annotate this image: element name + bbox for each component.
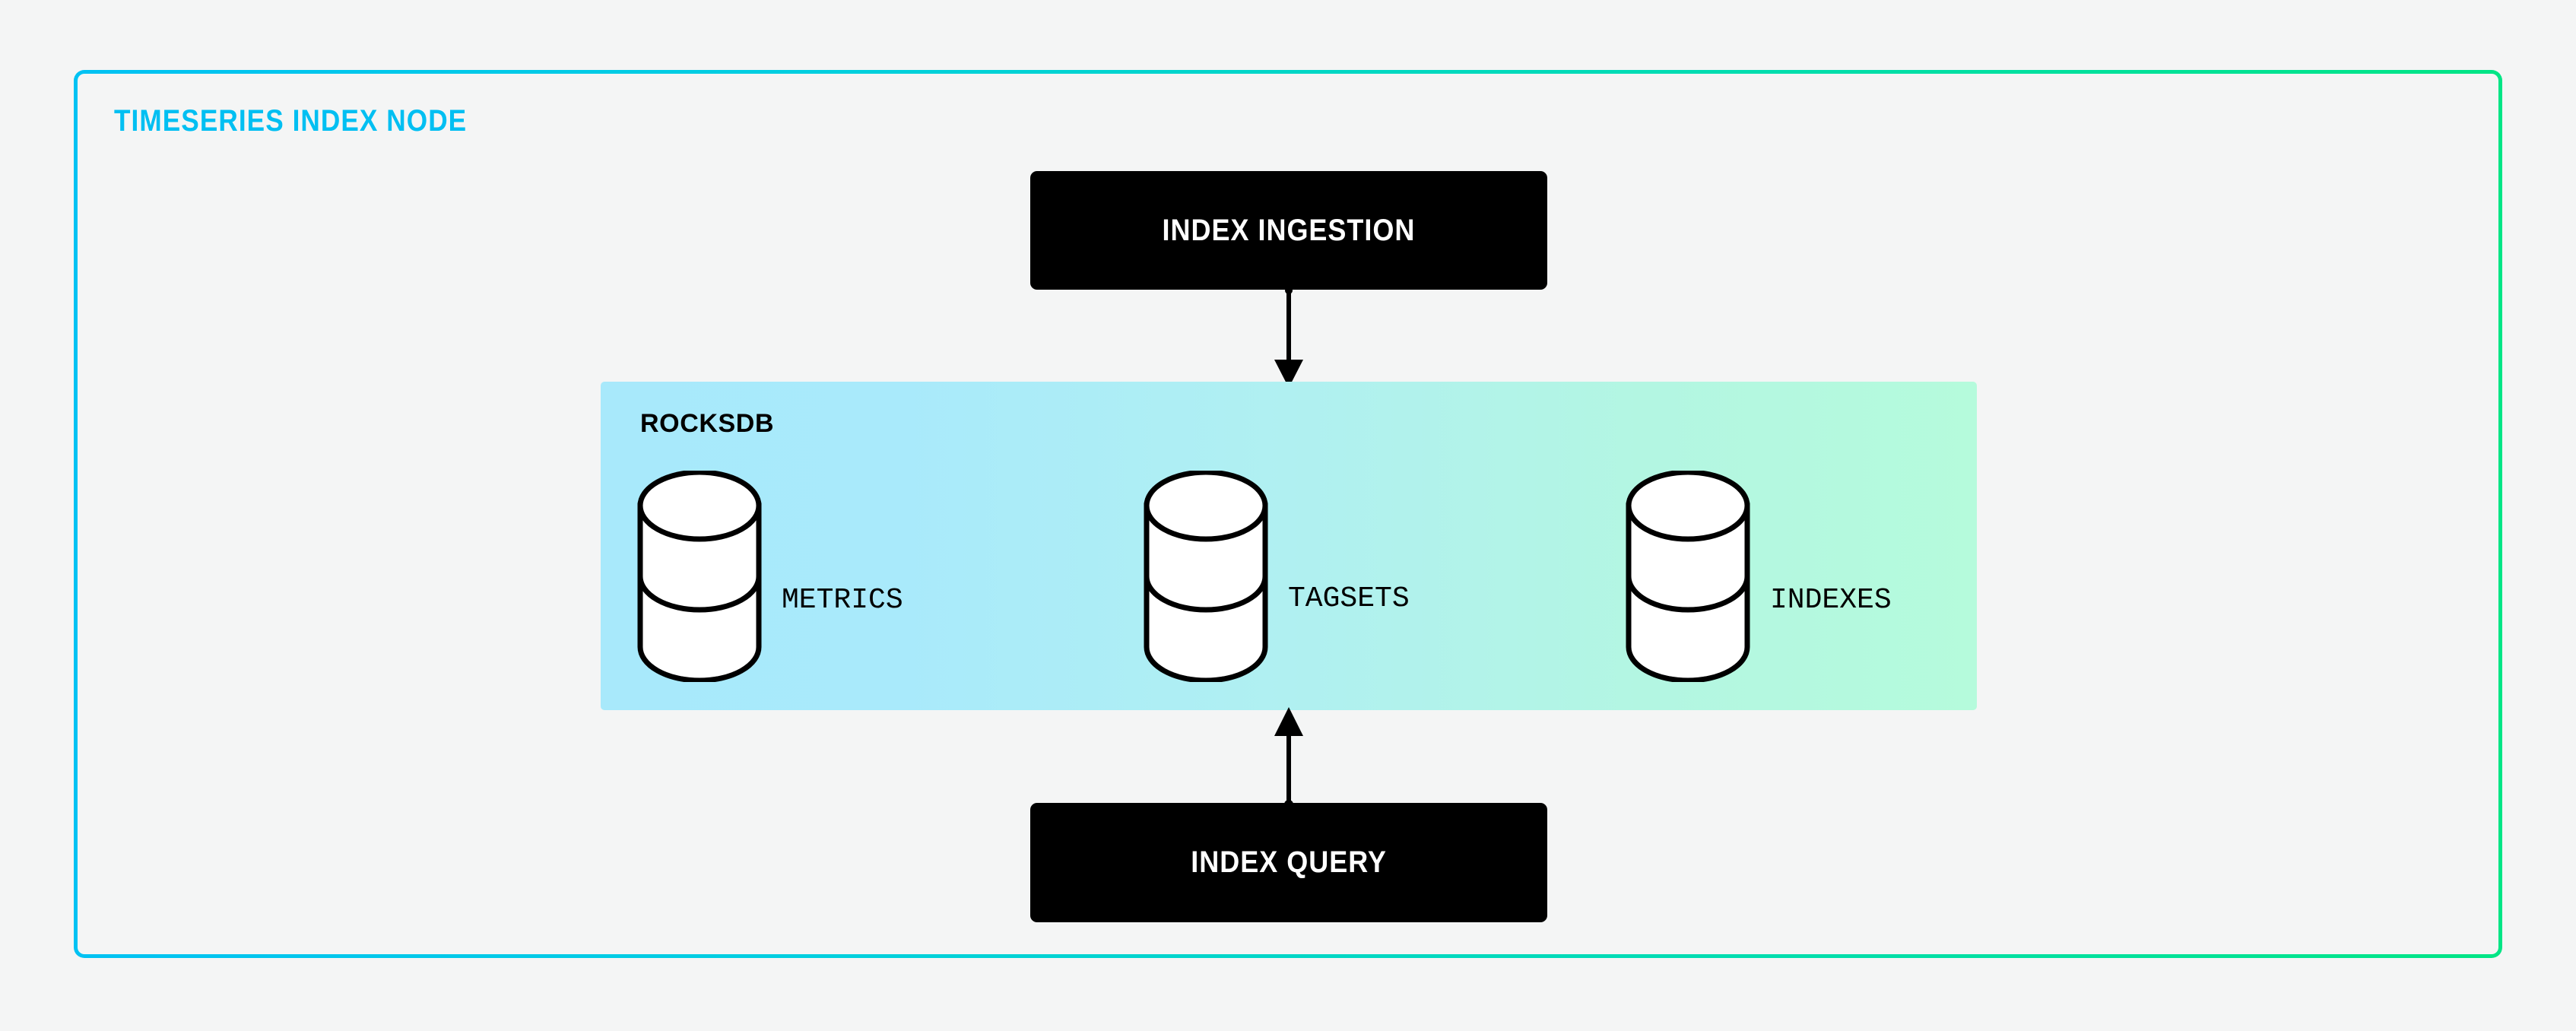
store-metrics-label: METRICS	[782, 584, 903, 617]
arrow-query-to-rocksdb-icon	[1274, 707, 1303, 807]
rocksdb-title: ROCKSDB	[640, 409, 775, 438]
page-title: TIMESERIES INDEX NODE	[114, 104, 468, 138]
index-ingestion-label: INDEX INGESTION	[1162, 213, 1416, 247]
database-cylinder-icon	[1144, 471, 1268, 682]
arrow-ingestion-to-rocksdb-icon	[1274, 287, 1303, 388]
store-indexes-label: INDEXES	[1770, 584, 1892, 617]
store-indexes[interactable]: INDEXES	[1623, 471, 1892, 682]
index-query-box[interactable]: INDEX QUERY	[1030, 803, 1547, 922]
store-tagsets[interactable]: TAGSETS	[1140, 471, 1410, 682]
database-cylinder-icon	[637, 471, 762, 682]
store-tagsets-label: TAGSETS	[1288, 582, 1410, 615]
index-ingestion-box[interactable]: INDEX INGESTION	[1030, 171, 1547, 290]
database-cylinder-icon	[1626, 471, 1750, 682]
index-query-label: INDEX QUERY	[1191, 845, 1387, 879]
rocksdb-panel: ROCKSDB METRICS TAGSETS	[601, 382, 1977, 710]
store-metrics[interactable]: METRICS	[634, 471, 903, 682]
